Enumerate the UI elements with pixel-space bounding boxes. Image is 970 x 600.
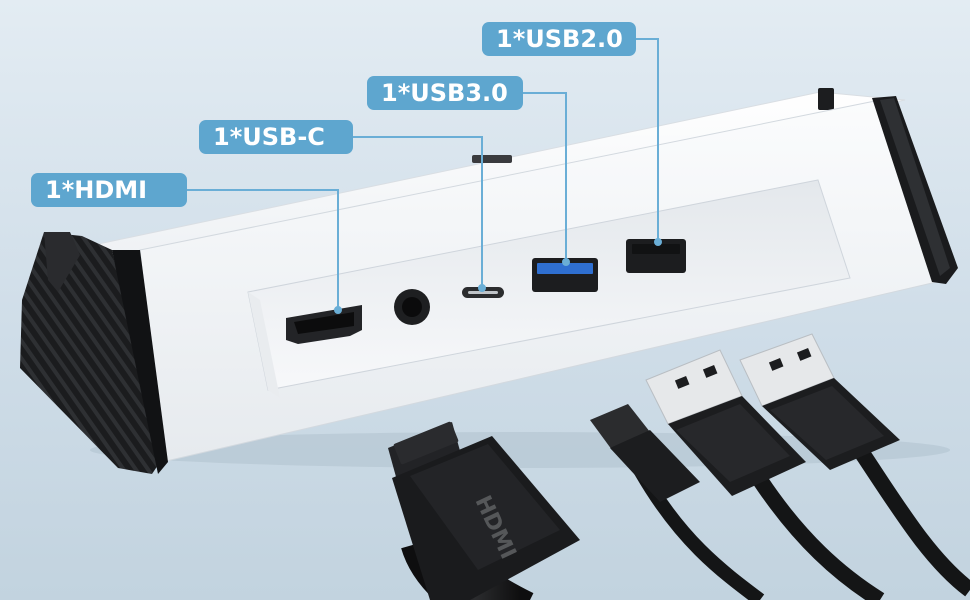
recess-side [248, 292, 280, 398]
back-clip [818, 88, 834, 110]
left-end-cap [20, 232, 168, 474]
callout-dot-usbc [478, 284, 486, 292]
callout-lines [186, 38, 662, 314]
audio-jack [394, 289, 430, 325]
usb2-port [626, 239, 686, 273]
right-end-cap [872, 96, 958, 284]
callout-line-usbc [352, 136, 483, 288]
callout-dot-hdmi [334, 306, 342, 314]
callout-line-hdmi [186, 189, 339, 310]
usb3-port [532, 258, 598, 292]
usb-a-cable-right [739, 333, 970, 597]
hdmi-label: 1*HDMI [31, 173, 187, 207]
callout-dot-usb3 [562, 258, 570, 266]
usb2-label: 1*USB2.0 [482, 22, 636, 56]
callout-line-usb2 [635, 38, 659, 242]
hdmi-cable: HDMI [388, 421, 580, 600]
usb-c-cable [590, 404, 765, 600]
hdmi-port [286, 305, 362, 344]
usb-c-port [462, 287, 504, 298]
usb3-label: 1*USB3.0 [367, 76, 523, 110]
usb-a-cable-middle [645, 349, 885, 600]
usb-c-charging-connector [472, 155, 512, 163]
callout-line-usb3 [522, 92, 567, 262]
callout-dot-usb2 [654, 238, 662, 246]
usb-c-label: 1*USB-C [199, 120, 353, 154]
